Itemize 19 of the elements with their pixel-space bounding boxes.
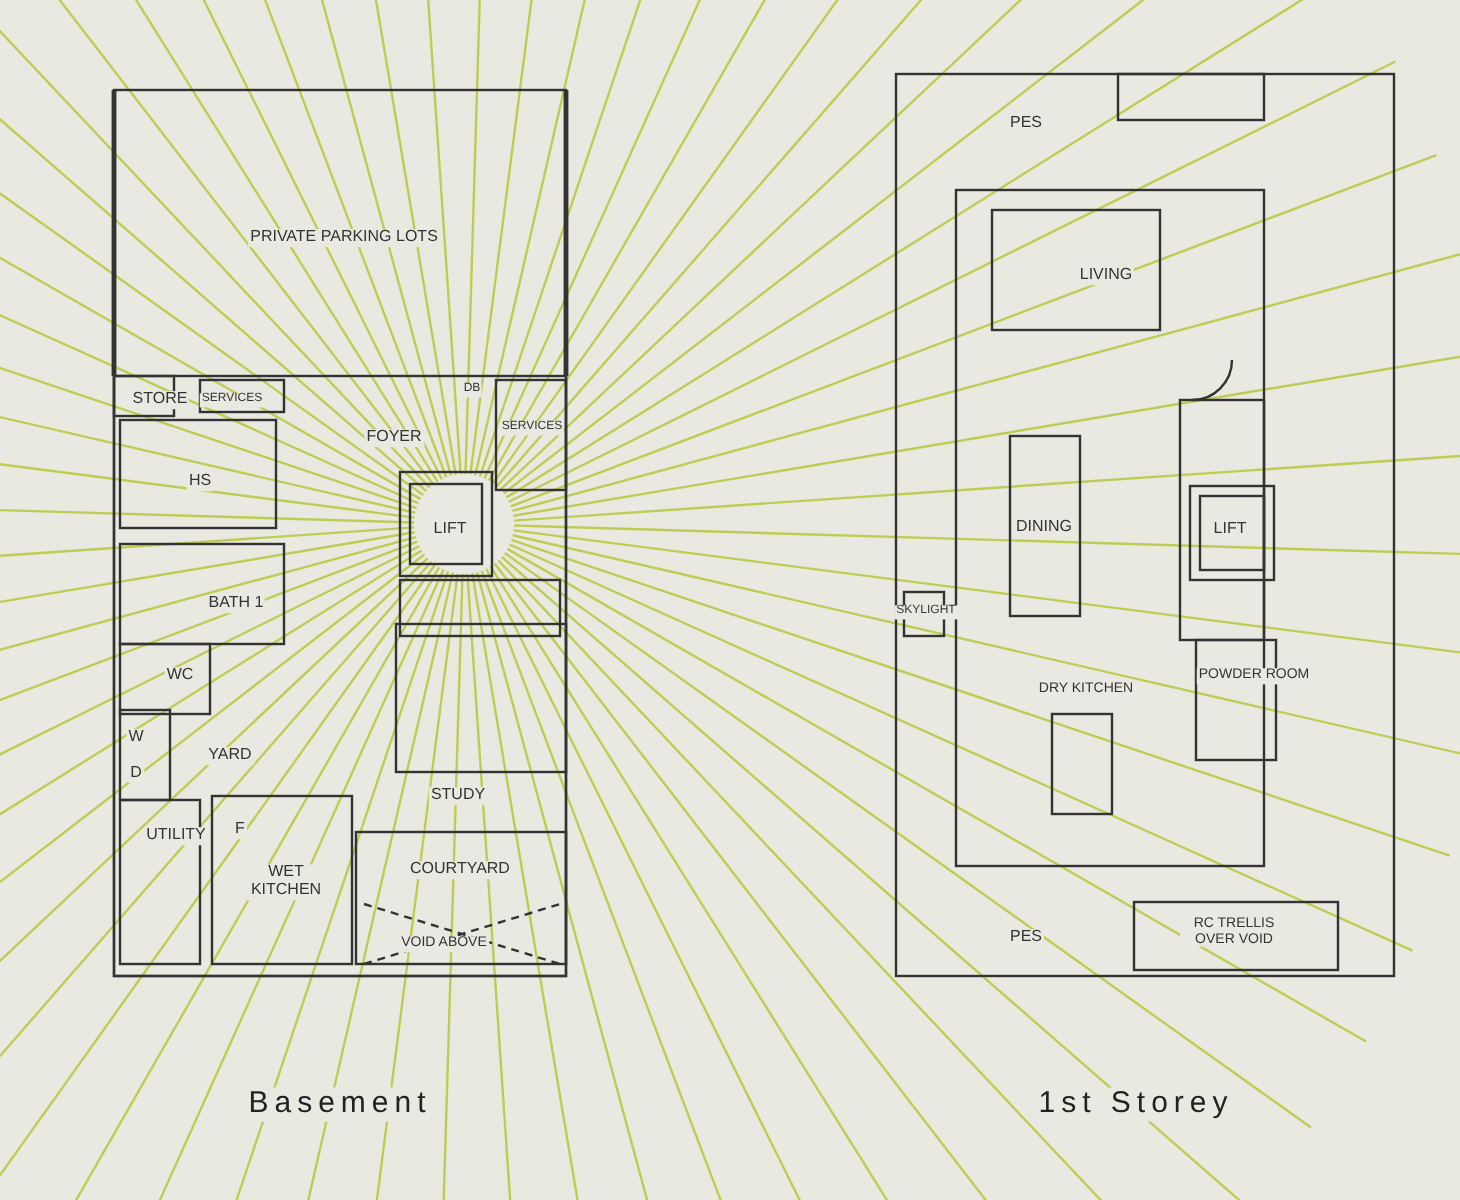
room-label: DINING bbox=[1014, 519, 1074, 537]
room-label: PES bbox=[1008, 115, 1044, 133]
room-label: D bbox=[128, 765, 144, 783]
room-label: YARD bbox=[206, 747, 254, 765]
room-label: LIVING bbox=[1077, 267, 1135, 285]
room-label: BATH 1 bbox=[206, 595, 266, 613]
room-label: UTILITY bbox=[144, 827, 208, 845]
room-label: W bbox=[126, 729, 146, 747]
room-label: HS bbox=[186, 473, 214, 491]
room-label: LIFT bbox=[1211, 521, 1249, 539]
room-label: PRIVATE PARKING LOTS bbox=[248, 229, 440, 247]
room-label: F bbox=[233, 821, 247, 839]
room-label: STORE bbox=[130, 391, 190, 409]
room-label: STUDY bbox=[428, 787, 488, 805]
room-label: FOYER bbox=[364, 429, 424, 447]
room-label: LIFT bbox=[431, 521, 469, 539]
room-label: COURTYARD bbox=[408, 861, 512, 879]
room-label: WC bbox=[164, 667, 196, 685]
room-label: PES bbox=[1008, 929, 1044, 947]
